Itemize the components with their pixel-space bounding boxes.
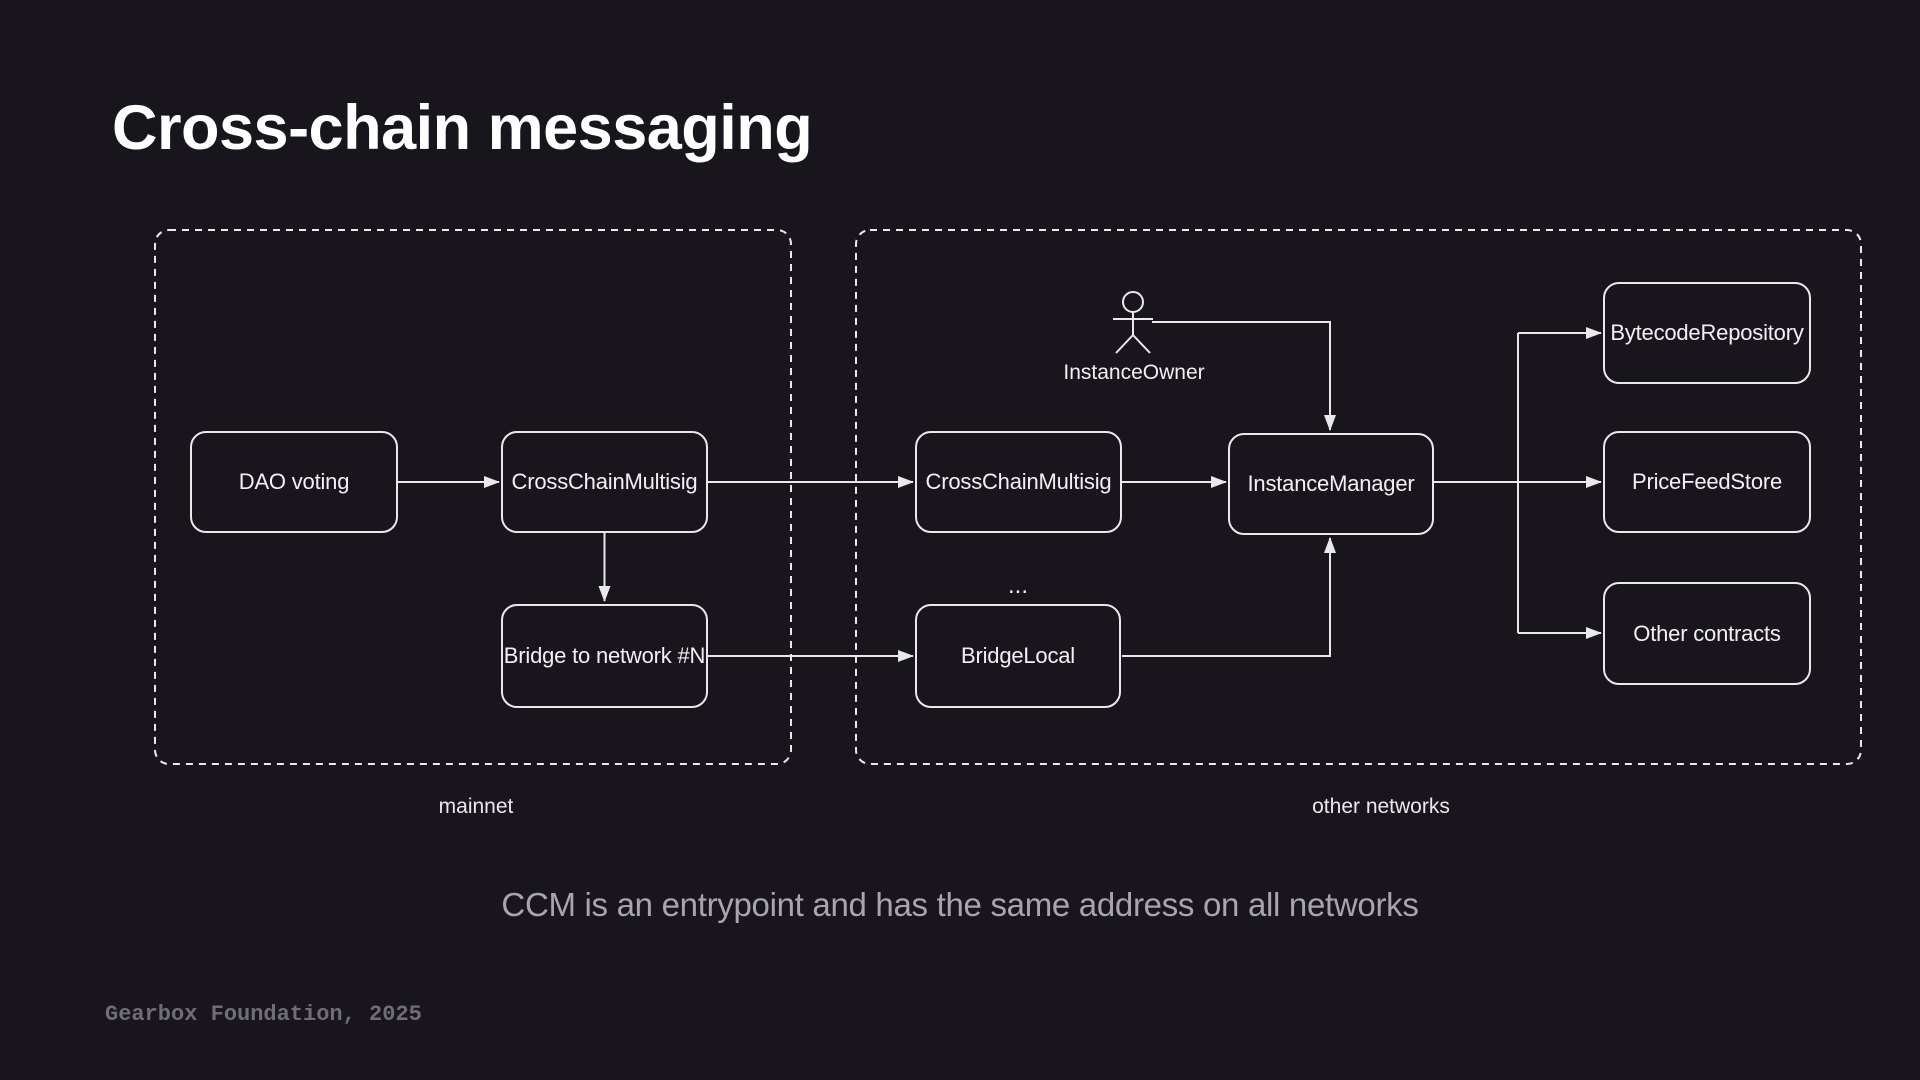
node-label: PriceFeedStore [1631,469,1783,494]
node-label: BridgeLocal [961,643,1075,668]
mainnet-group-border [154,229,792,765]
node-label: CrossChainMultisig [925,469,1112,494]
node-label: InstanceManager [1247,471,1415,496]
node-crosschainmultisig-mainnet: CrossChainMultisig [501,431,708,533]
node-other-contracts: Other contracts [1603,582,1811,685]
node-label: CrossChainMultisig [511,469,698,494]
node-crosschainmultisig-other: CrossChainMultisig [915,431,1122,533]
person-icon [1113,291,1153,354]
more-bridges-ellipsis: ... [1007,572,1028,599]
node-label: Bridge to network #N [503,643,706,668]
arrow-bridgelocal-to-instance-manager [1122,537,1336,657]
node-bytecode-repository: BytecodeRepository [1603,282,1811,384]
arrow-instance-owner-to-instance-manager [1152,321,1336,431]
node-label: Other contracts [1633,620,1781,646]
node-instance-manager: InstanceManager [1228,433,1434,535]
slide-subtitle: CCM is an entrypoint and has the same ad… [501,886,1419,923]
node-bridgelocal: BridgeLocal [915,604,1121,708]
other-networks-group-border [855,229,1862,765]
node-label: DAO voting [238,469,350,494]
instance-owner-label: InstanceOwner [1063,361,1205,384]
node-dao-voting: DAO voting [190,431,398,533]
node-bridge-to-network: Bridge to network #N [501,604,708,708]
mainnet-group-label: mainnet [438,795,514,818]
page-title: Cross-chain messaging [112,93,813,163]
node-price-feed-store: PriceFeedStore [1603,431,1811,533]
node-label: BytecodeRepository [1610,320,1804,345]
other-networks-group-label: other networks [1312,795,1450,818]
slide-footer: Gearbox Foundation, 2025 [105,1002,422,1027]
